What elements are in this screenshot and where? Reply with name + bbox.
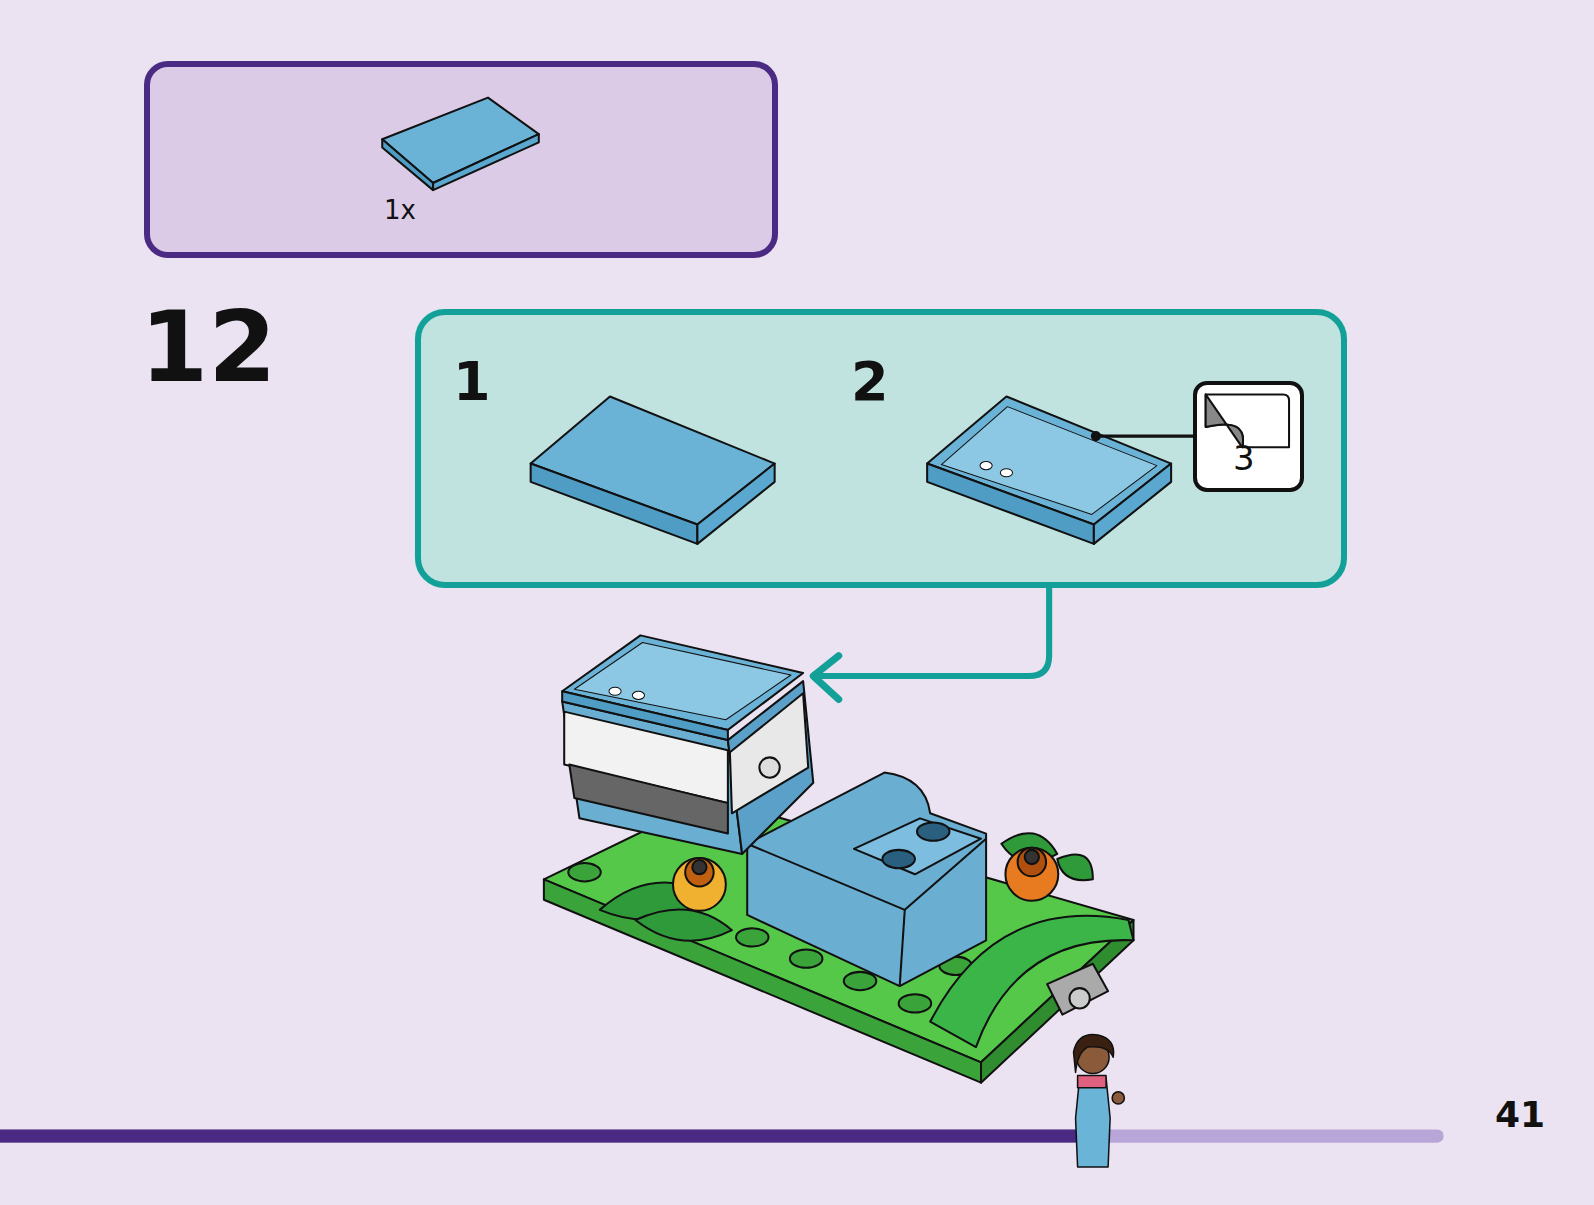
sticker-number: 3: [1233, 441, 1255, 475]
step-number: 12: [140, 298, 276, 396]
part-quantity: 1x: [384, 197, 416, 223]
parts-list-box: 1x: [144, 61, 778, 258]
sub-step-box: 1 2 3: [415, 309, 1347, 588]
sub-step-number: 1: [453, 355, 491, 409]
sticker-callout: 3: [1193, 381, 1304, 492]
sub-step-number: 2: [851, 355, 889, 409]
page-number: 41: [1495, 1097, 1545, 1133]
